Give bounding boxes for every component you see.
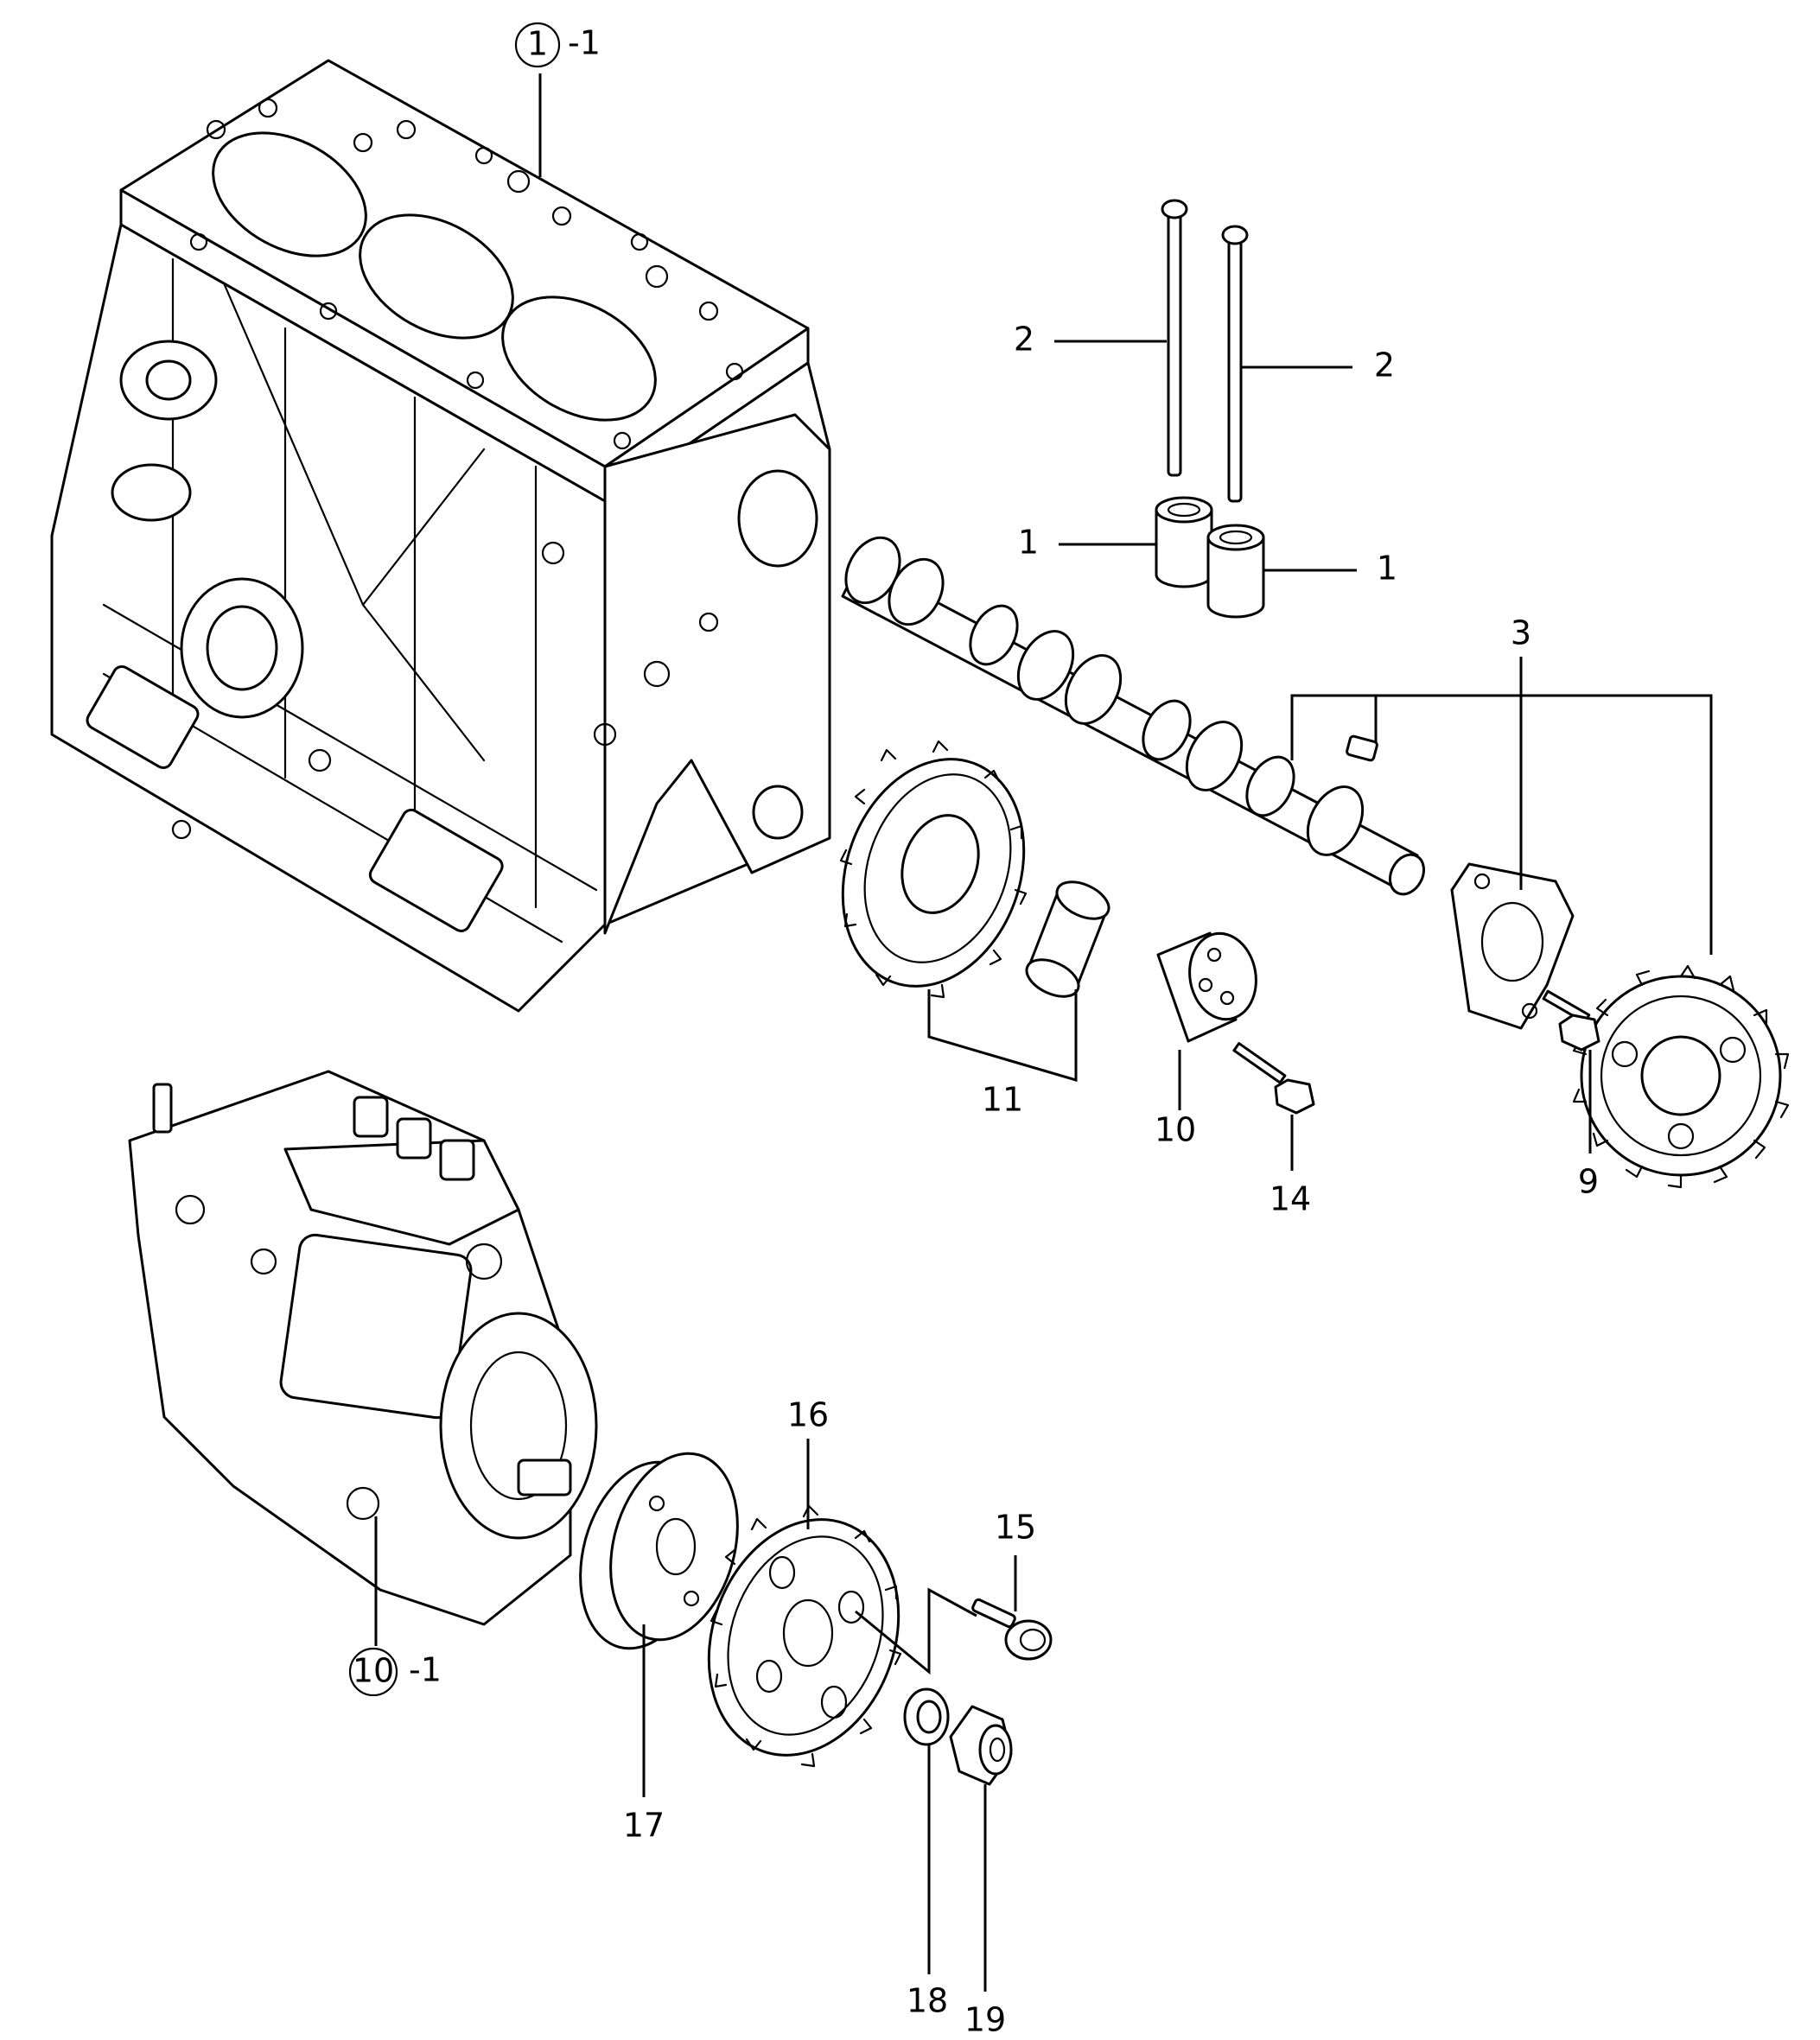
tappet-icon [1155,496,1265,619]
fuel-injection-pump-icon [128,1070,598,1626]
bolt-icon [1542,989,1600,1052]
callout-block: -1 [568,24,601,62]
callout-block-circle: 1 [527,25,548,63]
gear-icon [707,1504,902,1768]
callout-nut: 19 [964,2001,1006,2039]
callout-idler-gear: 11 [982,1081,1023,1119]
callout-idler-shaft: 10 [1155,1111,1196,1149]
callout-idler-bolt: 14 [1270,1180,1311,1218]
bushing-icon [1025,880,1110,998]
callout-pump-gear: 16 [787,1396,829,1434]
idler-shaft-icon [1156,931,1257,1043]
gear-icon [839,740,1028,999]
callout-pump: -1 [409,1651,442,1689]
callout-pump-nut-bolt: 15 [995,1509,1036,1547]
callout-pump-hub: 17 [623,1807,665,1845]
callout-pushrod-left: 2 [1014,321,1034,359]
callout-cam-bolt: 9 [1578,1163,1599,1201]
callout-pushrod-right: 2 [1374,346,1395,384]
thrust-plate-icon [1450,862,1575,1030]
cylinder-block-icon [50,59,831,1013]
push-rod-icon [1161,199,1249,503]
callout-tappet-right: 1 [1377,550,1397,588]
washer-icon [903,1687,950,1746]
callout-camshaft: 3 [1511,614,1531,652]
pump-hub-icon [579,1452,739,1650]
callout-pump-circle: 10 [353,1652,394,1690]
callout-washer: 18 [907,1982,948,2020]
bolt-icon [1232,1042,1315,1115]
gear-icon [1572,964,1790,1189]
nut-icon [949,1705,1013,1786]
bolt-icon [971,1598,1053,1661]
camshaft-icon [841,536,1425,896]
callout-tappet-left: 1 [1018,524,1039,562]
